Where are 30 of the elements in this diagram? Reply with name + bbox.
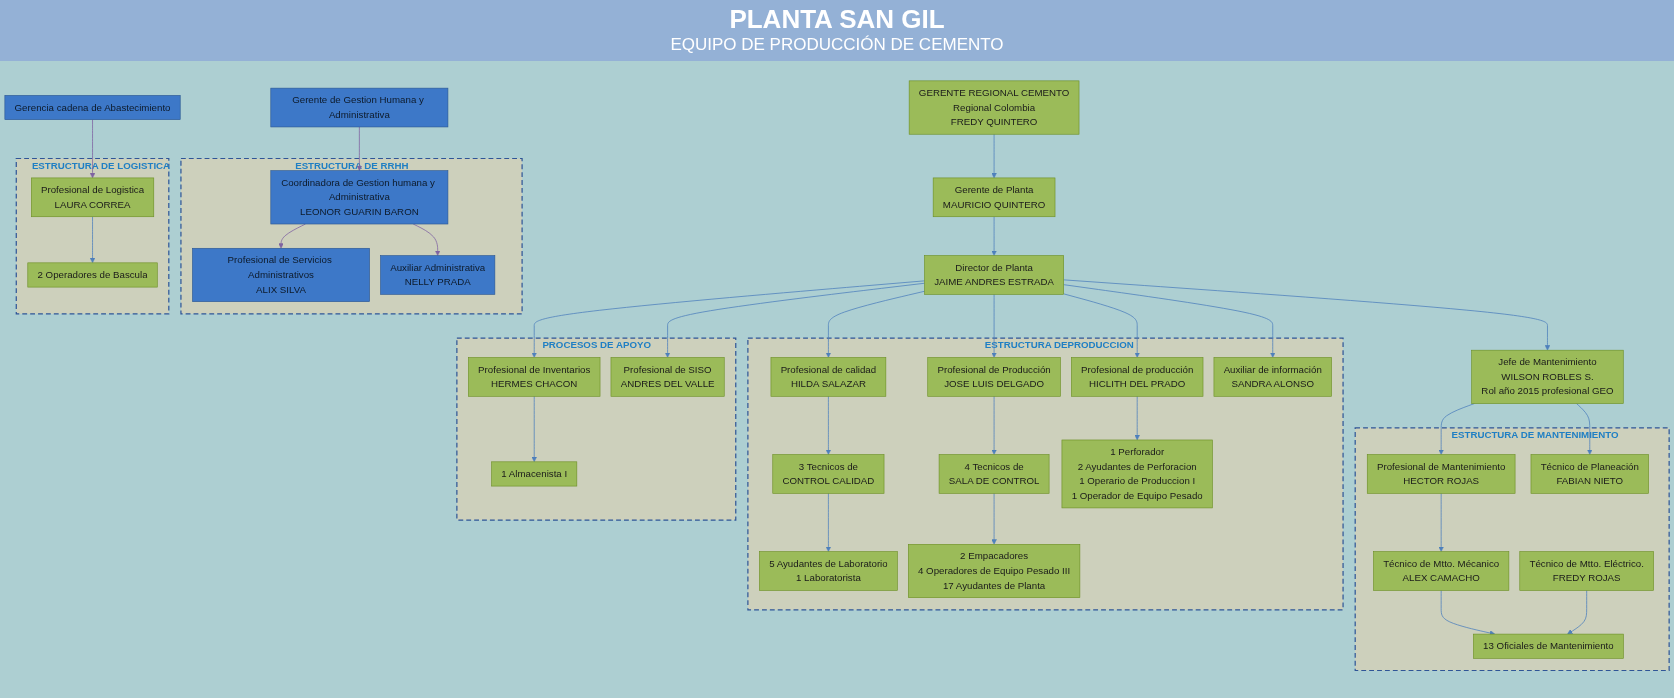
node-box: Gerencia cadena de Abastecimiento bbox=[4, 95, 181, 121]
node-box: Director de Planta JAIME ANDRES ESTRADA bbox=[924, 255, 1064, 295]
node-box: Profesional de Producción JOSE LUIS DELGADO bbox=[927, 357, 1061, 397]
node-box: 13 Oficiales de Mantenimiento bbox=[1473, 634, 1624, 659]
node-box: GERENTE REGIONAL CEMENTO Regional Colombia FREDY QUINTERO bbox=[908, 80, 1080, 135]
node-box: Auxiliar Administrativa NELLY PRADA bbox=[380, 255, 496, 295]
node-box: Técnico de Mtto. Mécanico ALEX CAMACHO bbox=[1373, 551, 1510, 592]
node-box: Profesional de Logistica LAURA CORREA bbox=[31, 177, 155, 218]
node-box: 5 Ayudantes de Laboratorio 1 Laboratorista bbox=[759, 551, 898, 592]
node-box: 3 Tecnicos de CONTROL CALIDAD bbox=[772, 454, 885, 494]
node-box: 4 Tecnicos de SALA DE CONTROL bbox=[938, 454, 1050, 494]
node-box: Gerente de Gestion Humana y Administrativa bbox=[270, 88, 449, 128]
node-box: Profesional de Mantenimiento HECTOR ROJAS bbox=[1366, 454, 1516, 494]
diagram-title: PLANTA SAN GIL bbox=[729, 4, 945, 35]
node-box: Técnico de Mtto. Eléctrico. FREDY ROJAS bbox=[1519, 551, 1654, 592]
node-box: 2 Operadores de Bascula bbox=[27, 262, 158, 288]
node-box: Profesional de Inventarios HERMES CHACON bbox=[468, 357, 601, 397]
node-box: Profesional de Servicios Administrativos ALIX SILVA bbox=[192, 248, 370, 303]
node-box: 1 Perforador 2 Ayudantes de Perforacion 1 Operario de Produccion I 1 Operador de Equipo Pesado bbox=[1061, 440, 1213, 509]
node-box: Técnico de Planeación FABIAN NIETO bbox=[1530, 454, 1649, 494]
node-box: Auxiliar de información SANDRA ALONSO bbox=[1213, 357, 1332, 397]
node-box: Profesional de producción HICLITH DEL PRADO bbox=[1071, 357, 1204, 397]
node-box: 2 Empacadores 4 Operadores de Equipo Pesado III 17 Ayudantes de Planta bbox=[908, 544, 1081, 599]
subtitle-text: EQUIPO DE PRODUCCIÓN DE CEMENTO bbox=[670, 35, 1004, 55]
node-box: 1 Almacenista I bbox=[491, 461, 578, 487]
node-box: Gerente de Planta MAURICIO QUINTERO bbox=[932, 177, 1056, 218]
node-box: Jefe de Mantenimiento WILSON ROBLES S. Rol año 2015 profesional GEO bbox=[1471, 350, 1624, 405]
node-box: Profesional de SISO ANDRES DEL VALLE bbox=[610, 357, 725, 397]
node-box: Coordinadora de Gestion humana y Administrativa LEONOR GUARIN BARON bbox=[270, 170, 449, 225]
node-box: Profesional de calidad HILDA SALAZAR bbox=[770, 357, 887, 397]
